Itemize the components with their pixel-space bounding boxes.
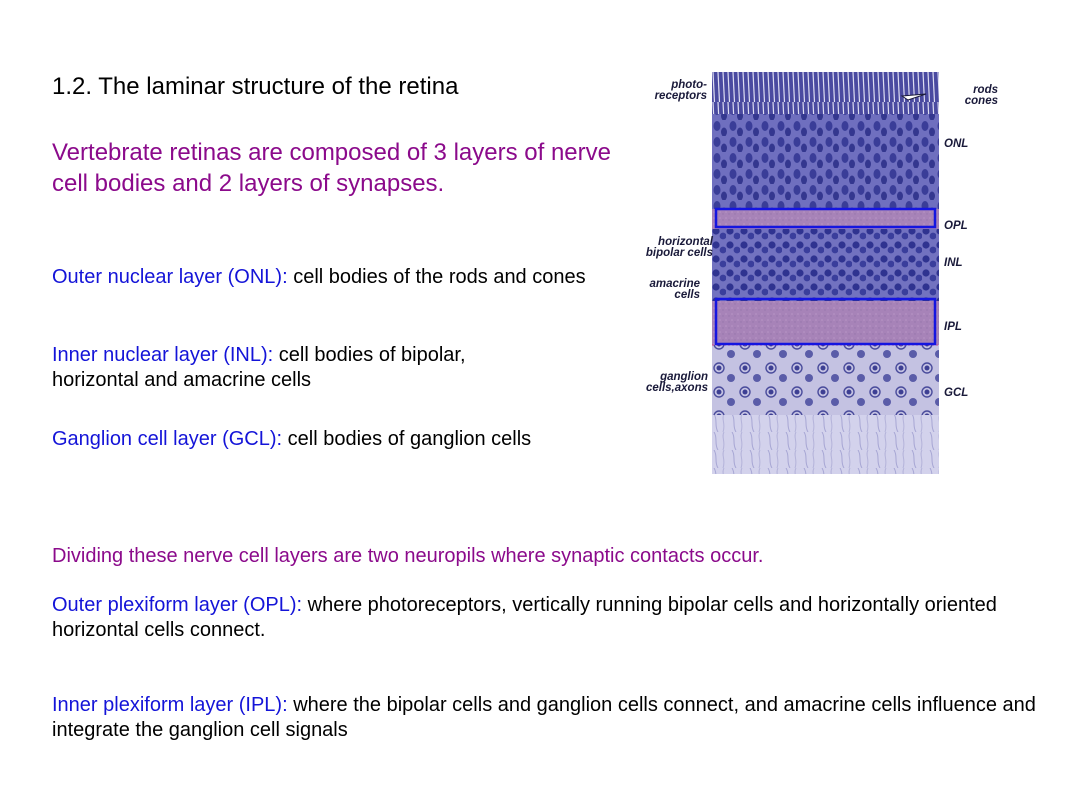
onl-term: Outer nuclear layer (ONL): [52,266,288,288]
retina-micrograph-image [712,72,939,474]
label-amacrine: amacrine cells [649,278,700,301]
label-inl: INL [944,257,963,269]
opl-term: Outer plexiform layer (OPL): [52,594,303,616]
retina-micrograph [712,72,939,474]
inl-desc: cell bodies of bipolar, horizontal and a… [52,344,466,391]
gcl-colon: : [276,428,283,450]
label-rods-cones: rods cones [964,84,998,107]
inl-description: Inner nuclear layer (INL): cell bodies o… [52,343,552,393]
ipl-desc: where the bipolar cells and ganglion cel… [52,694,1036,741]
intro-text: Vertebrate retinas are composed of 3 lay… [52,139,611,197]
inl-term: Inner nuclear layer (INL): [52,344,274,366]
ipl-term: Inner plexiform layer (IPL): [52,694,288,716]
label-horizontal-bipolar: horizontal bipolar cells [645,236,713,259]
opl-highlight-box [714,207,937,229]
label-ganglion: ganglion cells,axons [645,371,708,394]
ipl-highlight-box [714,297,937,346]
neuropil-intro: Dividing these nerve cell layers are two… [52,545,764,567]
opl-description: Outer plexiform layer (OPL): where photo… [52,593,1042,643]
rods-cones-pointer [900,93,927,101]
opl-desc: where photoreceptors, vertically running… [52,594,997,641]
label-ipl: IPL [944,321,962,333]
label-onl: ONL [944,138,969,150]
gcl-description: Ganglion cell layer (GCL): cell bodies o… [52,427,552,452]
ipl-description: Inner plexiform layer (IPL): where the b… [52,693,1042,743]
gcl-term: Ganglion cell layer (GCL) [52,428,277,450]
gcl-desc: cell bodies of ganglion cells [282,428,532,450]
onl-description: Outer nuclear layer (ONL): cell bodies o… [52,265,612,290]
slide-title: 1.2. The laminar structure of the retina [52,73,459,100]
label-photoreceptors: photo- receptors [654,79,707,102]
label-opl: OPL [944,220,968,232]
retina-figure: photo- receptors horizontal bipolar cell… [620,72,1005,474]
onl-desc: cell bodies of the rods and cones [287,266,586,288]
label-gcl: GCL [944,387,969,399]
